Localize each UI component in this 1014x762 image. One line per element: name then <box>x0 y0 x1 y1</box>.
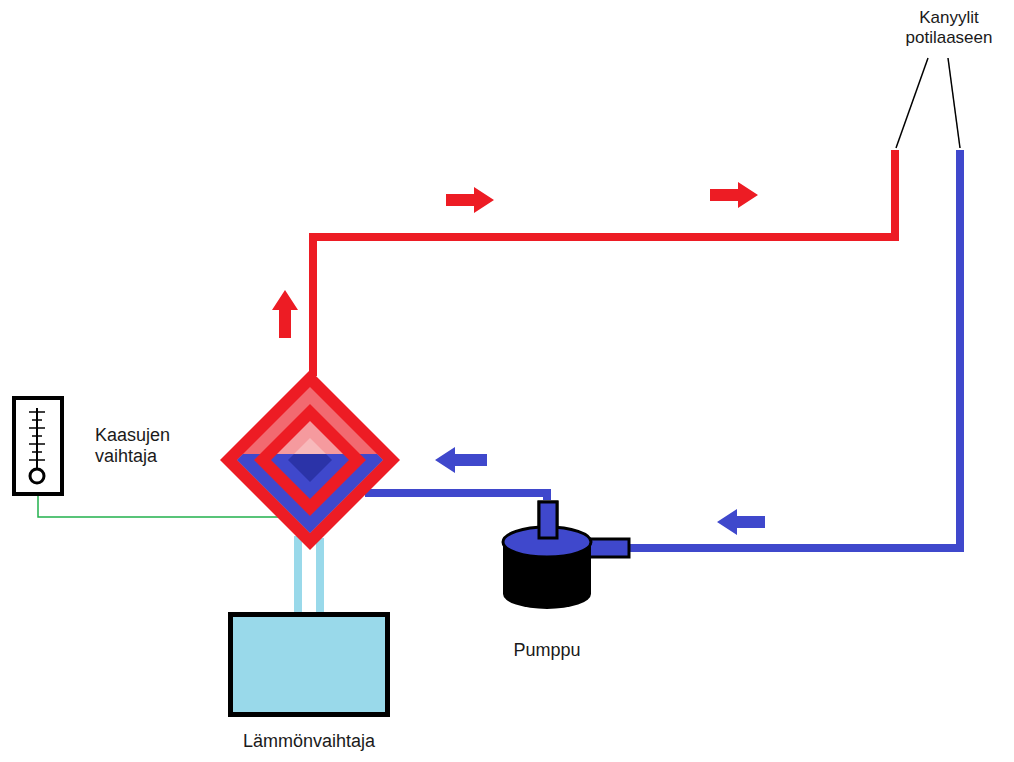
pump-outline <box>501 500 593 612</box>
node-caption: Lämmönvaihtaja <box>188 731 430 752</box>
thermometer-tick <box>29 443 45 445</box>
label-holder: Kanyylit potilaaseen <box>890 8 1008 48</box>
thermometer-bulb <box>30 469 44 483</box>
flow-arrow <box>710 182 758 208</box>
leader-line <box>896 58 928 148</box>
exchanger-band <box>220 370 400 550</box>
heat-exchanger-box: Lämmönvaihtaja <box>228 612 390 717</box>
exchanger-band <box>254 454 366 516</box>
flow-arrowhead <box>435 447 487 473</box>
node-caption: Pumppu <box>471 640 623 661</box>
thermometer-tick <box>29 459 45 461</box>
tube-segment <box>316 538 324 612</box>
leader-line <box>948 58 960 148</box>
node-label: Lämmönvaihtaja <box>188 731 430 752</box>
thermometer-symbol <box>14 398 62 494</box>
exchanger-band <box>237 454 383 533</box>
exchanger-band <box>288 454 332 482</box>
pump-outlet <box>539 502 557 538</box>
exchanger-band <box>254 404 366 516</box>
node-label: Pumppu <box>471 640 623 661</box>
thermometer-ticks <box>29 412 45 460</box>
diamond-outline <box>220 370 400 550</box>
exchanger-band <box>271 454 349 499</box>
venous-tube <box>625 150 960 548</box>
gas-exchanger-diamond: Kaasujen vaihtaja <box>220 370 400 550</box>
pump-outlet <box>539 502 557 542</box>
thermometer-tick <box>32 435 42 437</box>
arterial-tube <box>313 150 895 376</box>
thermometer-tick <box>29 427 45 429</box>
tube-segment <box>294 536 302 612</box>
flow-arrow <box>446 187 494 213</box>
thermometer-tick <box>32 451 42 453</box>
thermometer-tick <box>32 419 42 421</box>
thermometer-frame <box>14 398 62 494</box>
exchanger-band <box>237 387 383 533</box>
thermometer-tick <box>29 411 45 413</box>
node-caption: Kaasujen vaihtaja <box>95 425 207 467</box>
exchanger-blood-side <box>237 454 383 533</box>
part-label: Kanyylit potilaaseen <box>890 8 1008 48</box>
sensor-wire <box>38 494 281 517</box>
pump-cylinder: Pumppu <box>501 500 593 612</box>
flow-arrow <box>717 509 765 535</box>
node-label: Kaasujen vaihtaja <box>95 425 207 467</box>
flow-arrow <box>272 290 298 338</box>
tube-segment <box>365 493 547 500</box>
